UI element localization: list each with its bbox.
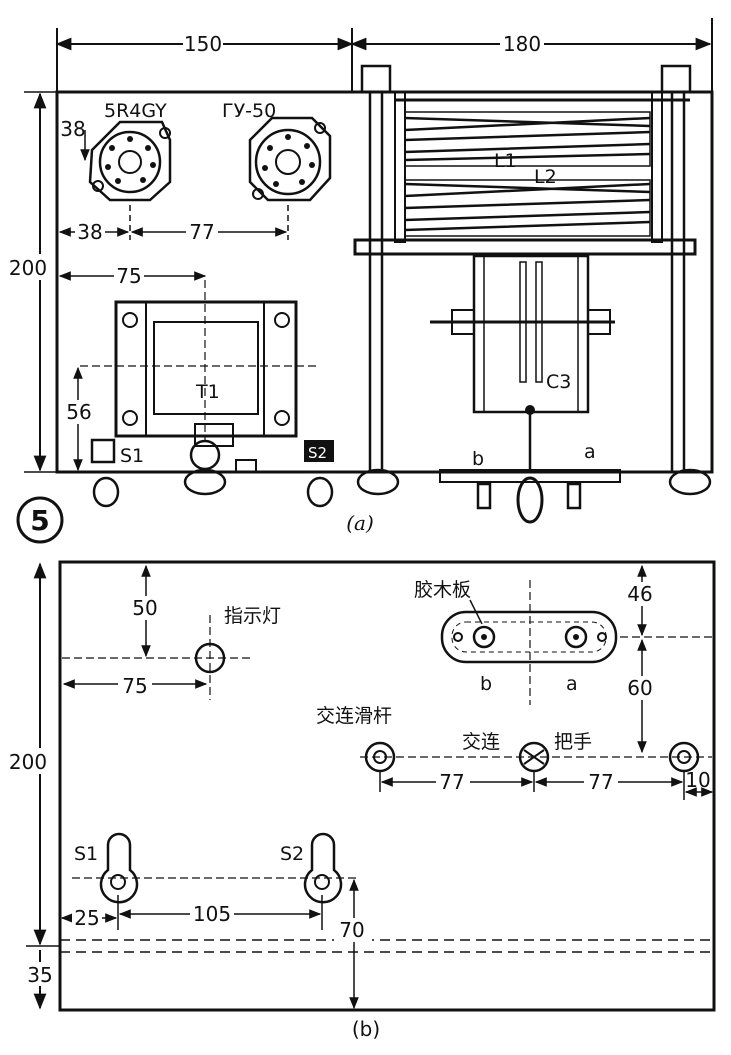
switch-s1-body: [90, 438, 116, 464]
pilot-lamp-label: 指示灯: [224, 605, 281, 627]
dim-label-77-left: 77: [439, 770, 464, 794]
coil-l1-label: L1: [494, 150, 517, 172]
chassis-outline-b: [58, 560, 716, 1012]
switch-s1-label-a: S1: [120, 445, 144, 467]
coil-l2-label: L2: [534, 166, 557, 188]
dim-label-56: 56: [66, 400, 91, 424]
switch-s2: [303, 832, 343, 904]
dim-label-25: 25: [74, 906, 99, 930]
coil-frame: [353, 64, 697, 474]
bakelite-board: [440, 610, 618, 664]
capacitor-knob: [516, 476, 544, 524]
transformer: [80, 280, 320, 440]
dim-label-105: 105: [193, 902, 231, 926]
coupling-handle-label-2: 把手: [554, 731, 592, 753]
dim-label-200-a: 200: [9, 256, 47, 280]
figure-number: 5: [30, 504, 49, 537]
terminal-a-label-b: a: [566, 673, 578, 695]
coupling-rod-label: 交连滑杆: [316, 705, 392, 727]
capacitor-c3: [430, 254, 615, 470]
dim-label-50: 50: [132, 596, 157, 620]
dim-label-60: 60: [627, 676, 652, 700]
dim-label-150: 150: [184, 32, 222, 56]
caption-a: (a): [346, 511, 374, 535]
dim-label-10: 10: [685, 768, 710, 792]
terminal-a-stud: [566, 482, 582, 510]
dim-label-75-b: 75: [122, 674, 147, 698]
terminal-a-label-a: a: [584, 441, 596, 463]
tube-label-2: ГУ-50: [222, 100, 276, 122]
coupling-rod-bearing: [364, 741, 396, 773]
dim-label-200-b: 200: [9, 750, 47, 774]
dim-label-38-side: 38: [77, 220, 102, 244]
transformer-label: T1: [195, 381, 220, 403]
dim-label-70: 70: [339, 918, 364, 942]
view-b: 200 35 指示灯 50 75 胶木板 b a: [4, 560, 716, 1041]
switch-s2-label-a: S2: [308, 444, 327, 462]
terminal-b-stud: [476, 482, 492, 510]
tube-socket-2: [248, 116, 332, 202]
caption-b: (b): [352, 1017, 380, 1041]
bottom-feet-a: [92, 468, 712, 508]
bakelite-board-label: 胶木板: [414, 579, 471, 601]
dim-label-75-a: 75: [116, 264, 141, 288]
coupling-handle-label-1: 交连: [462, 731, 500, 753]
tube-socket-1: [88, 120, 172, 202]
coil-l2: [404, 179, 651, 237]
capacitor-c3-label: C3: [546, 371, 571, 393]
tube-label-1: 5R4GY: [104, 100, 167, 122]
view-a: 150 180 200 5R4GY: [4, 18, 714, 544]
dim-label-77-a: 77: [189, 220, 214, 244]
dim-label-77-right: 77: [588, 770, 613, 794]
figure-number-circle: [16, 496, 64, 544]
dim-label-38-top: 38: [60, 117, 85, 141]
coil-l1: [404, 111, 651, 167]
side-bearing: [668, 741, 700, 773]
dim-label-35: 35: [27, 963, 52, 987]
switch-s1-label-b: S1: [74, 843, 98, 865]
switch-s2-body: [304, 440, 334, 462]
coupling-handle: [518, 741, 550, 773]
pilot-lamp-fitting: [189, 423, 257, 473]
dim-label-180: 180: [503, 32, 541, 56]
dim-label-46: 46: [627, 582, 652, 606]
switch-s2-label-b: S2: [280, 843, 304, 865]
switch-s1: [99, 832, 139, 904]
terminal-b-label-a: b: [472, 448, 484, 470]
terminal-b-label-b: b: [480, 673, 492, 695]
